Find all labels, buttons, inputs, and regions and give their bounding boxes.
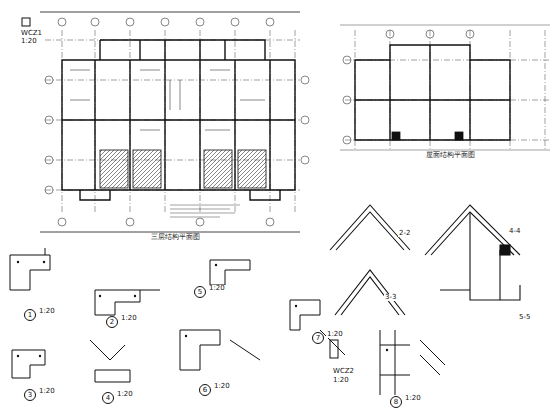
detail-circle: 1 (24, 309, 36, 321)
drawing-label: 1:20 (208, 285, 226, 292)
drawing-label: 1:20 (38, 388, 56, 395)
detail-circle: 2 (106, 316, 118, 328)
drawing-label: WCZ2 (332, 368, 355, 375)
drawing-label: 4-4 (508, 228, 521, 235)
detail-number: 4 (106, 395, 110, 402)
drawing-title: 三层结构平面图 (150, 234, 201, 241)
drawing-label: 1:20 (213, 383, 231, 390)
detail-number: 5 (198, 289, 202, 296)
drawing-label: 1:20 (404, 395, 422, 402)
detail-circle: 7 (312, 332, 324, 344)
drawing-label: WCZ1 (20, 30, 43, 37)
detail-circle: 5 (194, 286, 206, 298)
drawing-label: 3-3 (384, 294, 397, 301)
drawing-label: 5-5 (518, 314, 531, 321)
drawing-label: 1:20 (326, 331, 344, 338)
detail-number: 8 (394, 399, 398, 406)
detail-number: 1 (28, 312, 32, 319)
drawing-label: 1:20 (116, 391, 134, 398)
detail-circle: 8 (390, 396, 402, 408)
drawing-label: 2-2 (398, 230, 411, 237)
detail-number: 3 (28, 392, 32, 399)
detail-circle: 3 (24, 389, 36, 401)
detail-number: 7 (316, 335, 320, 342)
detail-number: 6 (203, 387, 207, 394)
drawing-label: 1:20 (20, 38, 38, 45)
drawing-label: 1:20 (120, 315, 138, 322)
detail-circle: 6 (199, 384, 211, 396)
drawing-label: 1:20 (332, 377, 350, 384)
drawing-label: 1:20 (38, 308, 56, 315)
detail-circle: 4 (102, 392, 114, 404)
drawing-title: 屋面结构平面图 (425, 152, 476, 159)
detail-number: 2 (110, 319, 114, 326)
